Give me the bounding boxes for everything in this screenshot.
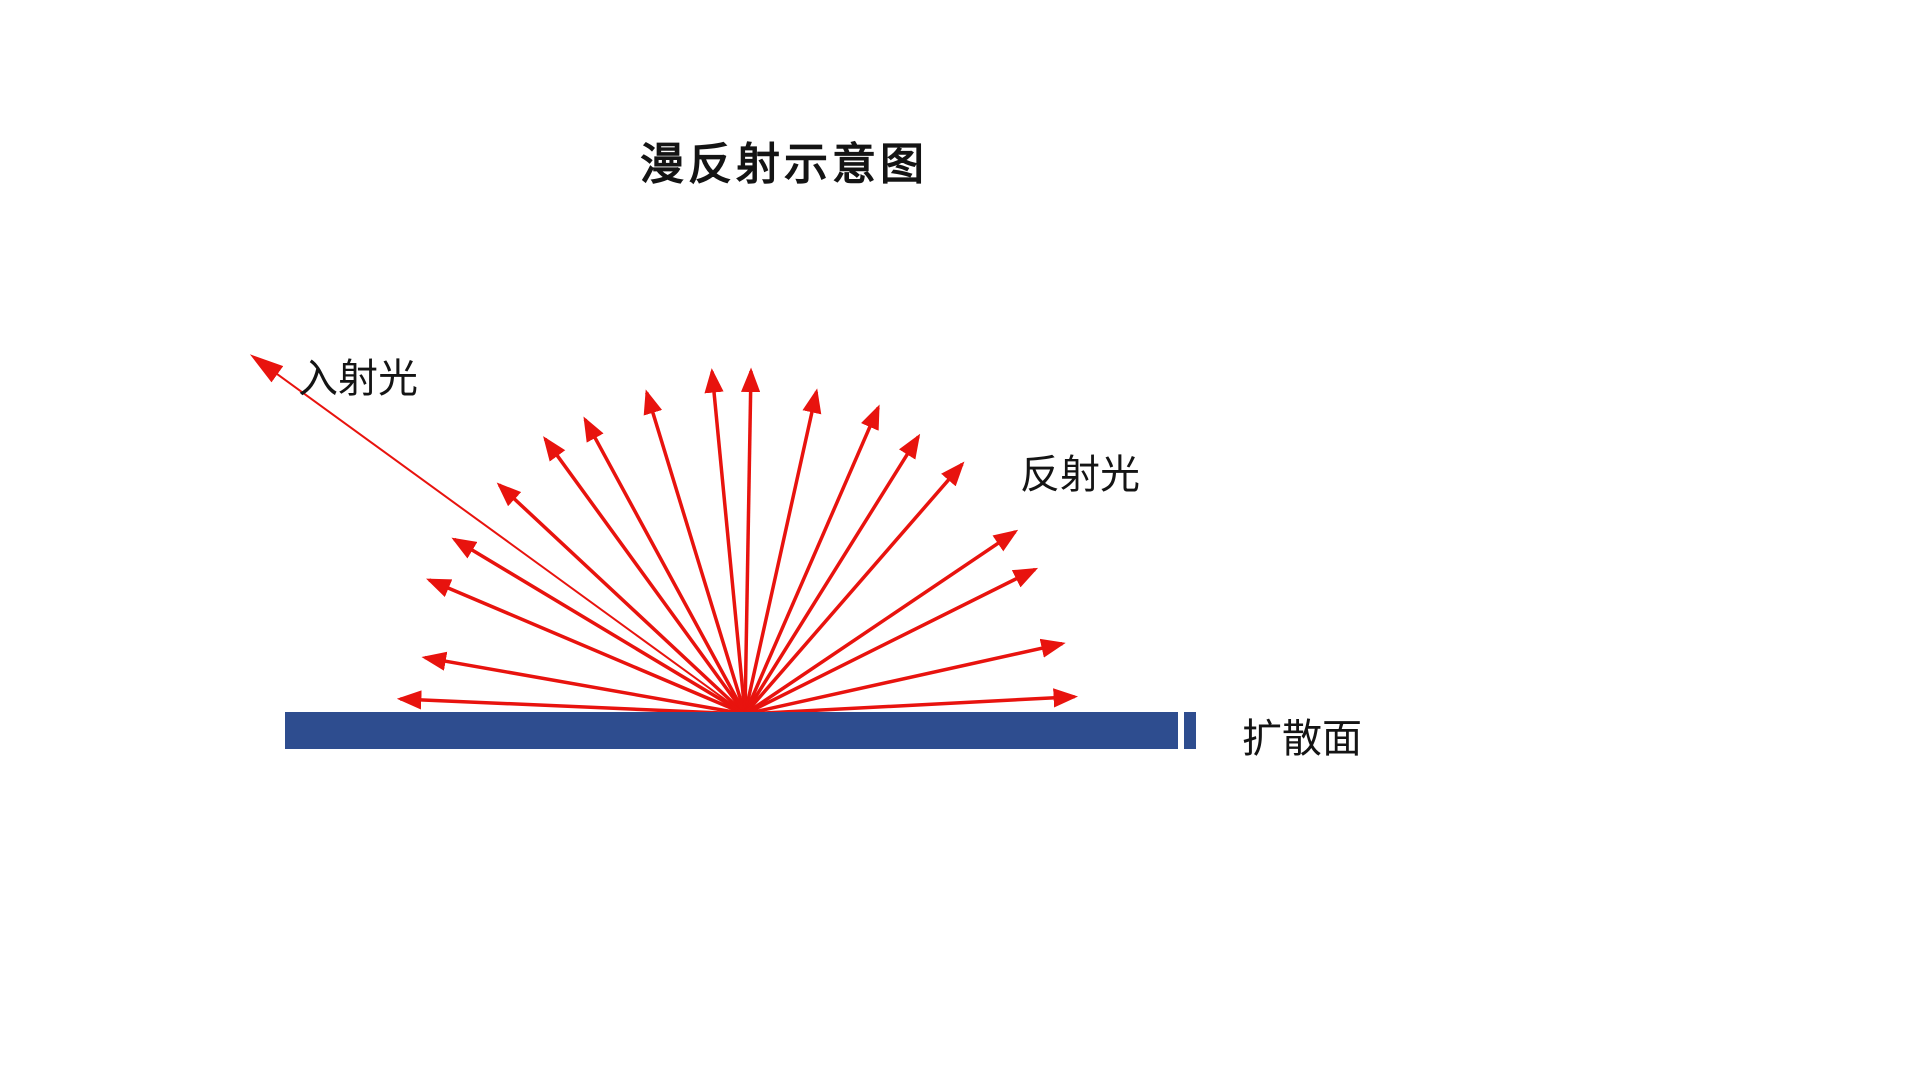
- reflected-ray: [496, 482, 747, 716]
- reflected-ray: [583, 416, 747, 715]
- reflected-ray: [744, 638, 1066, 716]
- ray-group: [249, 354, 1079, 716]
- surface-label: 扩散面: [1242, 716, 1362, 762]
- reflected-ray: [743, 461, 965, 716]
- reflected-ray: [643, 389, 747, 715]
- reflected-ray: [744, 567, 1039, 716]
- incident-ray: [249, 354, 746, 715]
- reflected-ray: [744, 688, 1079, 716]
- surface-end-notch: [1184, 712, 1196, 749]
- reflected-ray: [543, 436, 747, 716]
- reflected-ray: [421, 651, 746, 716]
- reflected-ray: [396, 690, 746, 716]
- diagram-title: 漫反射示意图: [640, 139, 928, 190]
- diffuse-surface-bar: [285, 712, 1178, 749]
- reflected-ray: [426, 578, 746, 716]
- reflected-ray: [743, 433, 921, 715]
- reflected-ray: [451, 537, 746, 716]
- reflected-ray: [743, 404, 880, 715]
- incident-light-label: 入射光: [298, 356, 418, 402]
- reflected-ray: [744, 529, 1019, 716]
- reflected-ray: [743, 388, 822, 715]
- reflected-light-label: 反射光: [1020, 452, 1140, 498]
- reflected-ray: [740, 367, 761, 715]
- reflected-ray: [704, 368, 747, 715]
